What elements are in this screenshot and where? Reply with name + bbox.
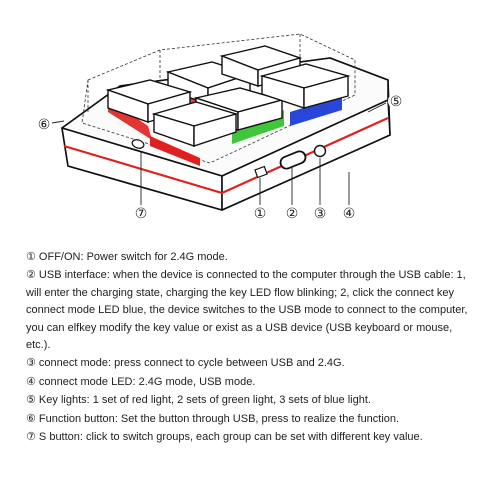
svg-text:⑥: ⑥	[38, 117, 51, 133]
legend-text-3: connect mode: press connect to cycle bet…	[35, 357, 345, 370]
legend-text-6: Function button: Set the button through …	[35, 412, 400, 425]
callout-7: ⑦	[133, 205, 149, 222]
svg-text:⑦: ⑦	[135, 206, 148, 222]
keycap-middle-right	[259, 63, 351, 126]
s-button	[131, 139, 145, 149]
callout-2: ②	[284, 205, 300, 222]
legend-text-7: S button: click to switch groups, each g…	[35, 431, 423, 444]
legend-item-2: ② USB interface: when the device is conn…	[26, 266, 472, 354]
callout-4: ④	[341, 205, 357, 222]
connect-button	[313, 144, 327, 158]
legend-item-1: ① OFF/ON: Power switch for 2.4G mode.	[26, 248, 472, 266]
callout-1: ①	[252, 205, 268, 222]
svg-text:④: ④	[343, 206, 356, 222]
legend-text-4: connect mode LED: 2.4G mode, USB mode.	[35, 375, 256, 388]
legend-text-1: OFF/ON: Power switch for 2.4G mode.	[35, 251, 228, 263]
legend-num-3: ③	[26, 356, 36, 370]
legend-num-6: ⑥	[26, 411, 36, 425]
legend-item-3: ③ connect mode: press connect to cycle b…	[26, 354, 472, 372]
legend-num-4: ④	[26, 374, 36, 388]
legend-num-5: ⑤	[26, 393, 36, 407]
legend-num-7: ⑦	[26, 430, 36, 444]
svg-text:⑤: ⑤	[390, 94, 403, 110]
legend-text-2: USB interface: when the device is connec…	[26, 269, 468, 352]
callout-5: ⑤	[388, 93, 404, 110]
callout-3: ③	[312, 205, 328, 222]
callout-6: ⑥	[36, 116, 52, 133]
svg-text:①: ①	[254, 206, 267, 222]
leader-lines	[51, 102, 387, 212]
power-switch	[254, 165, 268, 179]
device-diagram: ⑥ ⑤ ⑦ ① ② ③ ④	[36, 33, 404, 222]
svg-text:③: ③	[314, 206, 327, 222]
legend-item-4: ④ connect mode LED: 2.4G mode, USB mode.	[26, 373, 472, 391]
legend-num-1: ①	[26, 250, 36, 263]
legend-item-7: ⑦ S button: click to switch groups, each…	[26, 428, 472, 446]
legend-item-5: ⑤ Key lights: 1 set of red light, 2 sets…	[26, 391, 472, 409]
usb-port	[279, 150, 307, 170]
legend-num-2: ②	[26, 268, 36, 282]
legend-text-5: Key lights: 1 set of red light, 2 sets o…	[35, 394, 371, 407]
keycap-front-left	[150, 101, 239, 166]
svg-text:②: ②	[286, 206, 299, 222]
base-red-light-strip	[63, 116, 389, 195]
legend-item-6: ⑥ Function button: Set the button throug…	[26, 410, 472, 428]
legend: ① OFF/ON: Power switch for 2.4G mode. ② …	[26, 248, 472, 446]
